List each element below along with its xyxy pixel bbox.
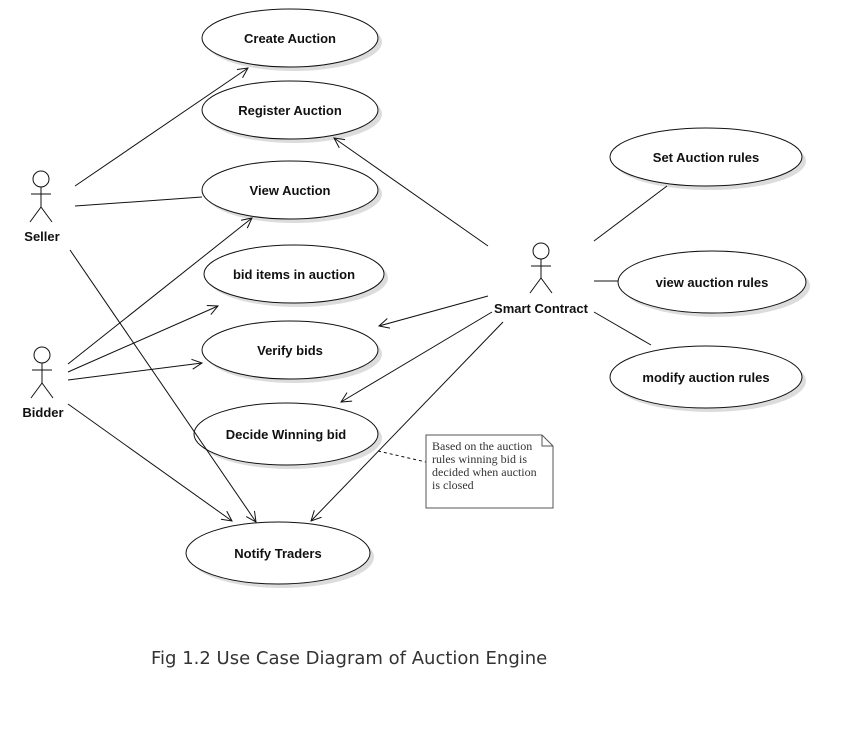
assoc-bidder-bid-items [67, 306, 218, 373]
note: Based on the auction rules winning bid i… [425, 434, 554, 509]
assoc-seller-view-auction [74, 196, 203, 207]
assoc-contract-modify-rules [593, 311, 652, 346]
actor-seller-label: Seller [24, 229, 59, 244]
assoc-contract-register-auction [334, 138, 489, 247]
use-case-label: Set Auction rules [653, 150, 759, 165]
assoc-contract-notify-traders [311, 321, 504, 521]
use-case-bid-items: bid items in auction [203, 244, 388, 307]
use-case-label: modify auction rules [642, 370, 769, 385]
note-line: decided when auction [432, 465, 537, 479]
use-case-label: Verify bids [257, 343, 323, 358]
assoc-seller-notify-traders [69, 249, 256, 522]
use-case-label: View Auction [250, 183, 331, 198]
use-case-label: Decide Winning bid [226, 427, 347, 442]
use-case-verify-bids: Verify bids [201, 320, 382, 383]
actor-head [33, 346, 51, 364]
note-line: Based on the auction [432, 439, 532, 453]
use-case-label: Register Auction [238, 103, 342, 118]
use-case-notify-traders: Notify Traders [185, 521, 374, 588]
assoc-contract-verify-bids [379, 295, 489, 326]
use-case-label: Create Auction [244, 31, 336, 46]
assoc-contract-decide-winning-bid [341, 311, 493, 402]
actor-smart-contract [529, 242, 553, 294]
assoc-seller-create-auction [74, 68, 248, 187]
actor-seller [29, 170, 53, 223]
use-case-label: Notify Traders [234, 546, 321, 561]
use-case-register-auction: Register Auction [201, 80, 382, 143]
actor-head [32, 170, 50, 188]
actor-smart-contract-label: Smart Contract [494, 301, 589, 316]
figure-caption: Fig 1.2 Use Case Diagram of Auction Engi… [151, 648, 548, 669]
assoc-bidder-view-auction [67, 218, 252, 365]
use-case-create-auction: Create Auction [201, 8, 382, 71]
use-case-label: bid items in auction [233, 267, 355, 282]
actor-bidder [30, 346, 54, 399]
note-line: is closed [432, 478, 474, 492]
assoc-bidder-verify-bids [67, 363, 202, 381]
assoc-contract-set-rules [593, 185, 668, 242]
note-line: rules winning bid is [432, 452, 527, 466]
use-case-decide-winning-bid: Decide Winning bid [193, 402, 382, 469]
assoc-bidder-notify-traders [67, 403, 232, 521]
note-anchor-line [377, 450, 427, 463]
use-case-modify-auction-rules: modify auction rules [609, 345, 806, 412]
actor-head [532, 242, 550, 260]
actor-bidder-label: Bidder [22, 405, 63, 420]
use-case-view-auction-rules: view auction rules [617, 250, 810, 317]
use-case-set-auction-rules: Set Auction rules [609, 127, 806, 190]
use-case-label: view auction rules [656, 275, 769, 290]
use-case-view-auction: View Auction [201, 160, 382, 223]
